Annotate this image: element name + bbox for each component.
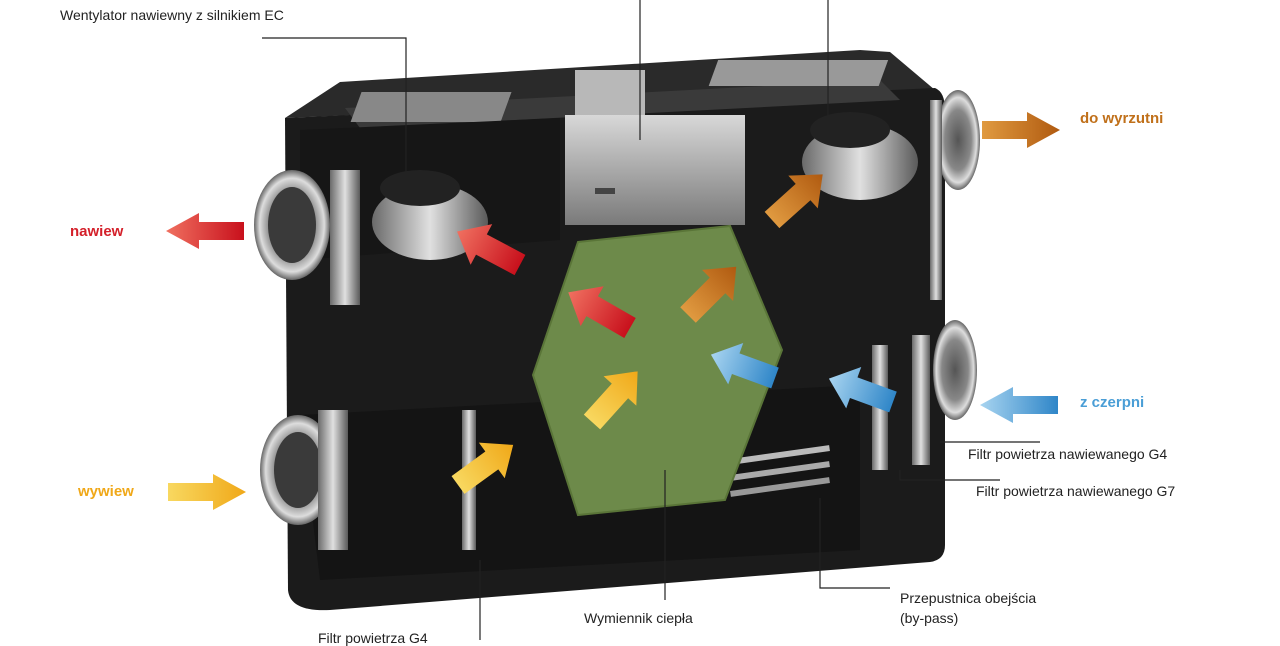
control-box-handle: [595, 188, 615, 194]
label-bypass-line1: Przepustnica obejścia: [900, 590, 1037, 606]
bypass-blade-3: [730, 477, 830, 497]
label-bottom-filter: Filtr powietrza G4: [318, 630, 428, 646]
bypass-blade-2: [730, 461, 830, 481]
flow-arrow-blue-1: [710, 343, 779, 389]
bypass-blade-1: [730, 445, 830, 465]
label-extract: wywiew: [78, 483, 134, 500]
label-bypass-line2: (by-pass): [900, 610, 959, 626]
label-supply-fan: Wentylator nawiewny z silnikiem EC: [60, 7, 284, 23]
label-from-intake: z czerpni: [1080, 394, 1145, 411]
arrow-extract-in: [168, 474, 246, 510]
spigot-intake: [933, 320, 977, 420]
label-filter-g7: Filtr powietrza nawiewanego G7: [976, 483, 1176, 499]
top-panel-left: [350, 92, 512, 122]
flow-arrow-yellow-1: [583, 371, 638, 430]
flow-arrow-orange-1: [680, 266, 737, 323]
spigot-extract-inner: [274, 432, 322, 508]
flow-arrow-orange-2: [764, 174, 823, 229]
flow-arrow-red-1: [457, 224, 526, 276]
internal-flow-arrows: [451, 174, 897, 494]
filter-plates: [318, 100, 942, 550]
label-heat-exchanger: Wymiennik ciepła: [584, 610, 693, 626]
bypass-damper: [730, 445, 830, 497]
spigot-supply-inner: [268, 187, 316, 263]
label-supply: nawiew: [70, 223, 124, 240]
flow-arrow-blue-2: [828, 367, 897, 413]
rail-right-upper: [930, 100, 942, 300]
spigots: [254, 90, 980, 525]
leader-bypass: [819, 498, 890, 589]
label-filter-g4: Filtr powietrza nawiewanego G4: [968, 446, 1168, 462]
top-connector: [575, 70, 645, 115]
external-flow-arrows: [166, 112, 1060, 510]
spigot-exhaust: [936, 90, 980, 190]
top-panel-right: [708, 60, 889, 86]
rail-left-lower: [318, 410, 348, 550]
label-to-exhaust: do wyrzutni: [1080, 110, 1164, 127]
arrow-exhaust-out: [982, 112, 1060, 148]
fan-right-top: [810, 112, 890, 148]
arrow-intake-in: [980, 387, 1058, 423]
control-box: [565, 115, 745, 225]
filter-plate-g7: [912, 335, 930, 465]
rail-left-upper: [330, 170, 360, 305]
leader-lines: [262, 0, 1040, 640]
flow-arrow-yellow-2: [451, 442, 514, 494]
supply-fan: [372, 170, 488, 260]
exhaust-fan: [802, 112, 918, 200]
flow-arrow-red-2: [568, 286, 636, 338]
arrow-supply-out: [166, 213, 244, 249]
leader-supply-fan: [262, 37, 407, 190]
fan-left-top: [380, 170, 460, 206]
leader-filter-g7: [899, 470, 1000, 481]
